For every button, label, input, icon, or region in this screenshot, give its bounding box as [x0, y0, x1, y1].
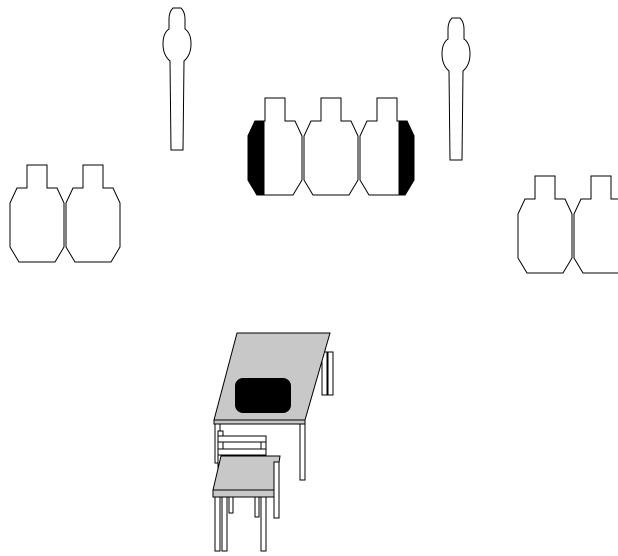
steel-popper-icon	[441, 17, 471, 161]
chair-back-rail	[217, 435, 267, 443]
target-group-left	[9, 164, 121, 263]
paper-target-icon	[9, 164, 65, 263]
table-leg	[327, 351, 334, 396]
table-leg	[299, 422, 306, 481]
chair-seat	[212, 455, 281, 491]
paper-target-icon	[65, 164, 121, 263]
steel-popper-icon	[162, 7, 192, 151]
paper-target-icon	[573, 175, 618, 274]
hard-cover-right	[398, 120, 415, 196]
table-prop-box	[235, 378, 291, 413]
chair-leg	[228, 496, 234, 514]
chair-leg	[214, 496, 221, 552]
chair-leg	[221, 496, 228, 552]
chair-leg	[260, 496, 267, 552]
target-group-center	[247, 97, 415, 196]
chair-seat-edge	[212, 489, 277, 498]
chair-leg	[254, 496, 260, 518]
paper-target-hardcover-left	[247, 97, 303, 196]
target-group-right	[517, 175, 618, 274]
paper-target-hardcover-right	[359, 97, 415, 196]
chair-leg	[273, 461, 280, 519]
chair-back-rail	[217, 448, 267, 456]
hard-cover-left	[247, 120, 265, 196]
paper-target-icon	[517, 175, 573, 274]
paper-target-icon	[303, 97, 359, 196]
start-chair	[212, 430, 281, 552]
table-top-edge	[213, 419, 306, 425]
